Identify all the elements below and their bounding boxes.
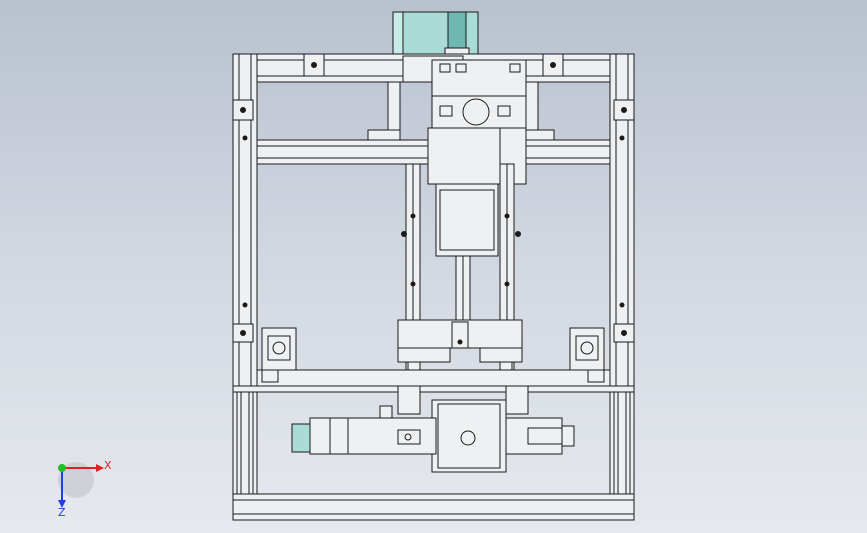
bottom-workhead <box>291 385 575 473</box>
corner-brackets <box>232 53 635 343</box>
x-axis-label: X <box>104 459 112 472</box>
lower-posts <box>236 391 631 495</box>
crossplate <box>397 319 523 371</box>
view-orientation-triad[interactable] <box>58 462 104 508</box>
z-carriage <box>427 59 527 323</box>
side-gearbox-left <box>261 327 297 383</box>
vertical-rails <box>401 163 521 371</box>
side-gearbox-right <box>569 327 605 383</box>
z-axis-label: Z <box>58 506 66 519</box>
